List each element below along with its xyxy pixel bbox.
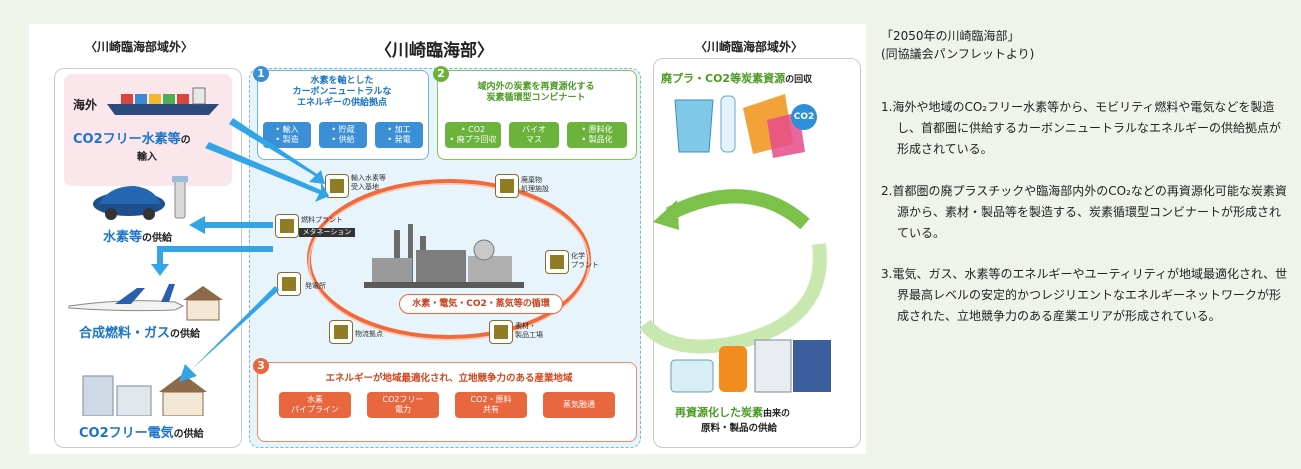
box3-number: 3 (253, 358, 269, 374)
materials-factory-label: 素材・ 製品工場 (515, 322, 543, 339)
box3-pill-steam: 蒸気融通 (543, 392, 615, 418)
regional-optimization-box (257, 362, 637, 442)
caption-item-2: 2.首都圏の廃プラスチックや臨海部内外のCO₂などの再資源化可能な炭素資源から、… (881, 184, 1287, 240)
recycled-carbon-label: 再資源化した炭素 (675, 406, 763, 419)
carbon-recovery-label: 廃プラ・CO2等炭素資源 (661, 72, 786, 85)
waste-treatment-icon (495, 174, 519, 198)
import-label: 輸入 (137, 152, 157, 163)
co2free-hydrogen-label: CO2フリー水素等 (73, 132, 181, 147)
box1-number: 1 (253, 66, 269, 82)
power-station-label: 発電所 (305, 282, 326, 290)
waste-plastics-icon (674, 94, 805, 158)
carbon-recovery-suffix: の回収 (785, 75, 813, 85)
fuel-plant-icon (275, 214, 299, 238)
co2free-hydrogen-suffix: の (180, 135, 191, 146)
logistics-hub-icon (329, 320, 353, 344)
import-hydrogen-terminal-icon (325, 174, 349, 198)
box3-pill-power: CO2フリー 電力 (367, 392, 439, 418)
box2-pill-feedstock: • 原料化 • 製品化 (567, 122, 627, 148)
methanation-label: メタネーション (299, 228, 355, 237)
waste-treatment-label: 廃棄物 処理施設 (521, 176, 549, 193)
box2-title: 域内外の炭素を再資源化する 炭素循環型コンビナート (477, 82, 595, 103)
caption-item-3: 3.電気、ガス、水素等のエネルギーやユーティリティが地域最適化され、世界最高レベ… (881, 267, 1288, 323)
right-column-header: 〈川崎臨海部域外〉 (695, 40, 804, 54)
materials-factory-icon (489, 320, 513, 344)
import-hydrogen-terminal-label: 輸入水素等 受入基地 (351, 174, 386, 191)
airplane-house-icon (68, 284, 223, 321)
caption-source: (同協議会パンフレットより) (881, 47, 1035, 61)
hydrogen-supply-suffix: の供給 (142, 233, 173, 244)
co2free-power-suffix: の供給 (173, 429, 204, 440)
co2-badge: CO2 (791, 104, 817, 130)
hydrogen-supply-label: 水素等 (103, 230, 143, 245)
cycle-label: 水素・電気・CO2・蒸気等の循環 (399, 294, 563, 314)
box2-number: 2 (433, 66, 449, 82)
box1-pill-processing: • 加工 • 発電 (375, 122, 423, 148)
caption-item-1: 1.海外や地域のCO₂フリー水素等から、モビリティ燃料や電気などを製造し、首都圏… (881, 100, 1282, 156)
chemical-plant-icon (545, 250, 569, 274)
synthetic-fuel-suffix: の供給 (170, 329, 201, 340)
circulation-loop (307, 179, 591, 341)
cargo-ship-icon (107, 87, 219, 115)
recycled-carbon-suffix: 由来の (763, 409, 791, 419)
recycled-products-icon (670, 339, 831, 393)
fuel-plant-label: 燃料プラント (301, 216, 343, 224)
box3-title: エネルギーが地域最適化され、立地競争力のある産業地域 (325, 373, 573, 384)
fuel-cell-car-icon (93, 176, 188, 220)
box3-pill-co2-sharing: CO2・原料 共有 (455, 392, 527, 418)
overseas-label: 海外 (73, 98, 98, 112)
box2-pill-biomass: バイオ マス (509, 122, 559, 148)
caption-title: 「2050年の川崎臨海部」 (881, 29, 1020, 43)
flow-arrows (151, 118, 827, 382)
box1-title: 水素を軸とした カーボンニュートラルな エネルギーの供給拠点 (292, 76, 392, 108)
co2free-power-label: CO2フリー電気 (79, 426, 174, 441)
center-column-header: 〈川崎臨海部〉 (375, 41, 494, 61)
left-column-header: 〈川崎臨海部域外〉 (85, 40, 194, 54)
chemical-plant-label: 化学 プラント (571, 252, 599, 269)
industrial-complex-icon (364, 224, 524, 288)
box1-pill-storage: • 貯蔵 • 供給 (319, 122, 367, 148)
illustration-figure: 〈川崎臨海部域外〉 〈川崎臨海部〉 〈川崎臨海部域外〉 海外 CO2フリー水素等… (29, 24, 866, 454)
raw-materials-label: 原料・製品の供給 (701, 423, 778, 434)
logistics-hub-label: 物流拠点 (355, 330, 383, 338)
box3-pill-pipeline: 水素 パイプライン (279, 392, 351, 418)
synthetic-fuel-label: 合成燃料・ガス (79, 326, 171, 341)
buildings-icon (82, 374, 207, 416)
box2-pill-co2: • CO2 • 廃プラ回収 (445, 122, 501, 148)
power-station-icon (277, 272, 301, 296)
